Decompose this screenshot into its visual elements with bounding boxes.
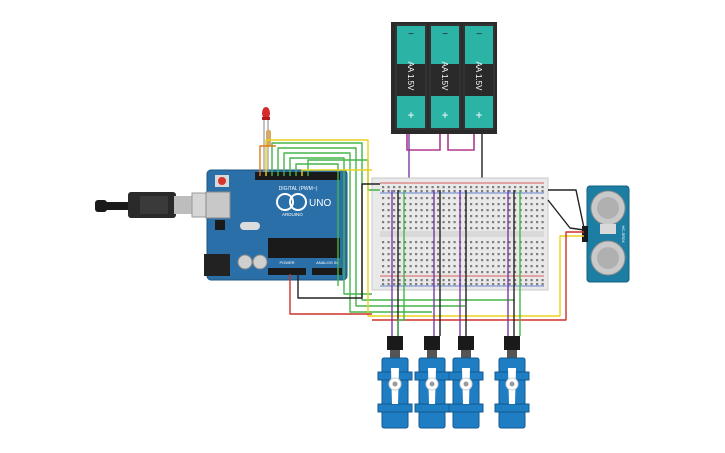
battery-cell-2-label: AA 1.5V [440, 62, 449, 92]
battery-cell-1: − + AA 1.5V [395, 24, 427, 130]
servo-1[interactable] [377, 336, 413, 429]
reset-button[interactable] [218, 177, 226, 185]
battery-cell-3-label: AA 1.5V [474, 62, 483, 92]
analog-header [312, 268, 342, 275]
battery-pack[interactable]: − + AA 1.5V − + AA 1.5V − + AA 1.5V [391, 22, 497, 134]
analog-header-label: ANALOG IN [316, 260, 338, 265]
power-header-label: POWER [279, 260, 294, 265]
battery-cell-2-minus: − [442, 29, 448, 40]
board-model-label: UNO [309, 198, 331, 209]
battery-cell-3-minus: − [476, 29, 482, 40]
board-brand-label: ARDUINO [282, 212, 303, 217]
resistor[interactable] [266, 130, 271, 172]
ultrasonic-sensor[interactable]: HC-SR04 [582, 185, 630, 283]
battery-cell-2-plus: + [441, 108, 448, 122]
battery-cell-3: − + AA 1.5V [463, 24, 495, 130]
sensor-header [582, 226, 588, 242]
servo-2[interactable] [414, 336, 450, 429]
battery-cell-3-plus: + [475, 108, 482, 122]
servo-group [377, 336, 530, 429]
usb-cable[interactable] [95, 192, 213, 218]
microcontroller-chip [268, 238, 340, 258]
sensor-label: HC-SR04 [621, 225, 626, 243]
power-header [268, 268, 306, 275]
servo-3[interactable] [448, 336, 484, 429]
wires [259, 139, 585, 336]
servo-4[interactable] [494, 336, 530, 429]
battery-cell-1-plus: + [407, 108, 414, 122]
battery-cell-1-label: AA 1.5V [406, 62, 415, 92]
arduino-uno-board[interactable]: DIGITAL (PWM~) UNO ARDUINO POWER ANALOG … [204, 169, 348, 281]
battery-cell-2: − + AA 1.5V [429, 24, 461, 130]
battery-links [406, 134, 475, 151]
digital-header-label: DIGITAL (PWM~) [279, 186, 318, 192]
digital-header [255, 172, 340, 180]
battery-cell-1-minus: − [408, 29, 414, 40]
